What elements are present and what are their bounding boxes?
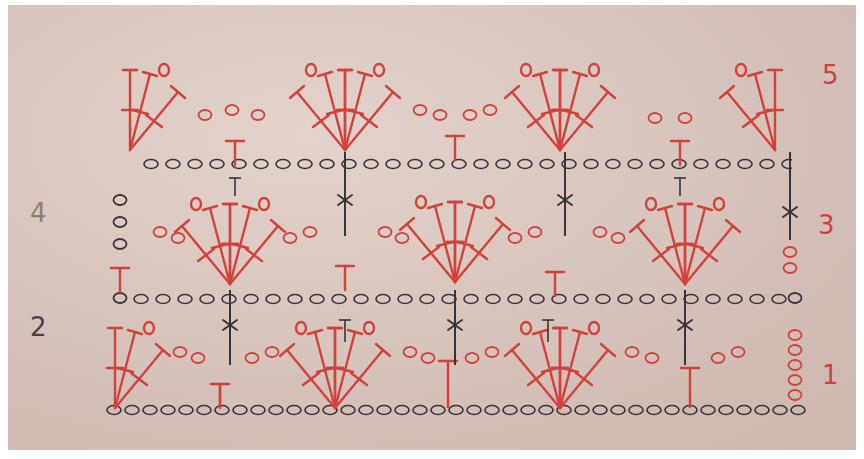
row-number: 4 (30, 198, 47, 228)
row-number-holder: 5 (822, 60, 839, 90)
row-number: 2 (30, 312, 47, 342)
row-number-holder: 1 (822, 360, 839, 390)
row-number-holder: 3 (818, 210, 835, 240)
row-number: 1 (822, 360, 839, 390)
row-number: 5 (822, 60, 839, 90)
row-4-stitches (114, 152, 798, 249)
row-number-holder: 2 (30, 312, 47, 342)
row-5-stitches (122, 64, 783, 165)
row-number-holder: 4 (30, 198, 47, 228)
row-number: 3 (818, 210, 835, 240)
row-3-stitches (111, 196, 797, 296)
row-2-stitches (114, 290, 802, 365)
